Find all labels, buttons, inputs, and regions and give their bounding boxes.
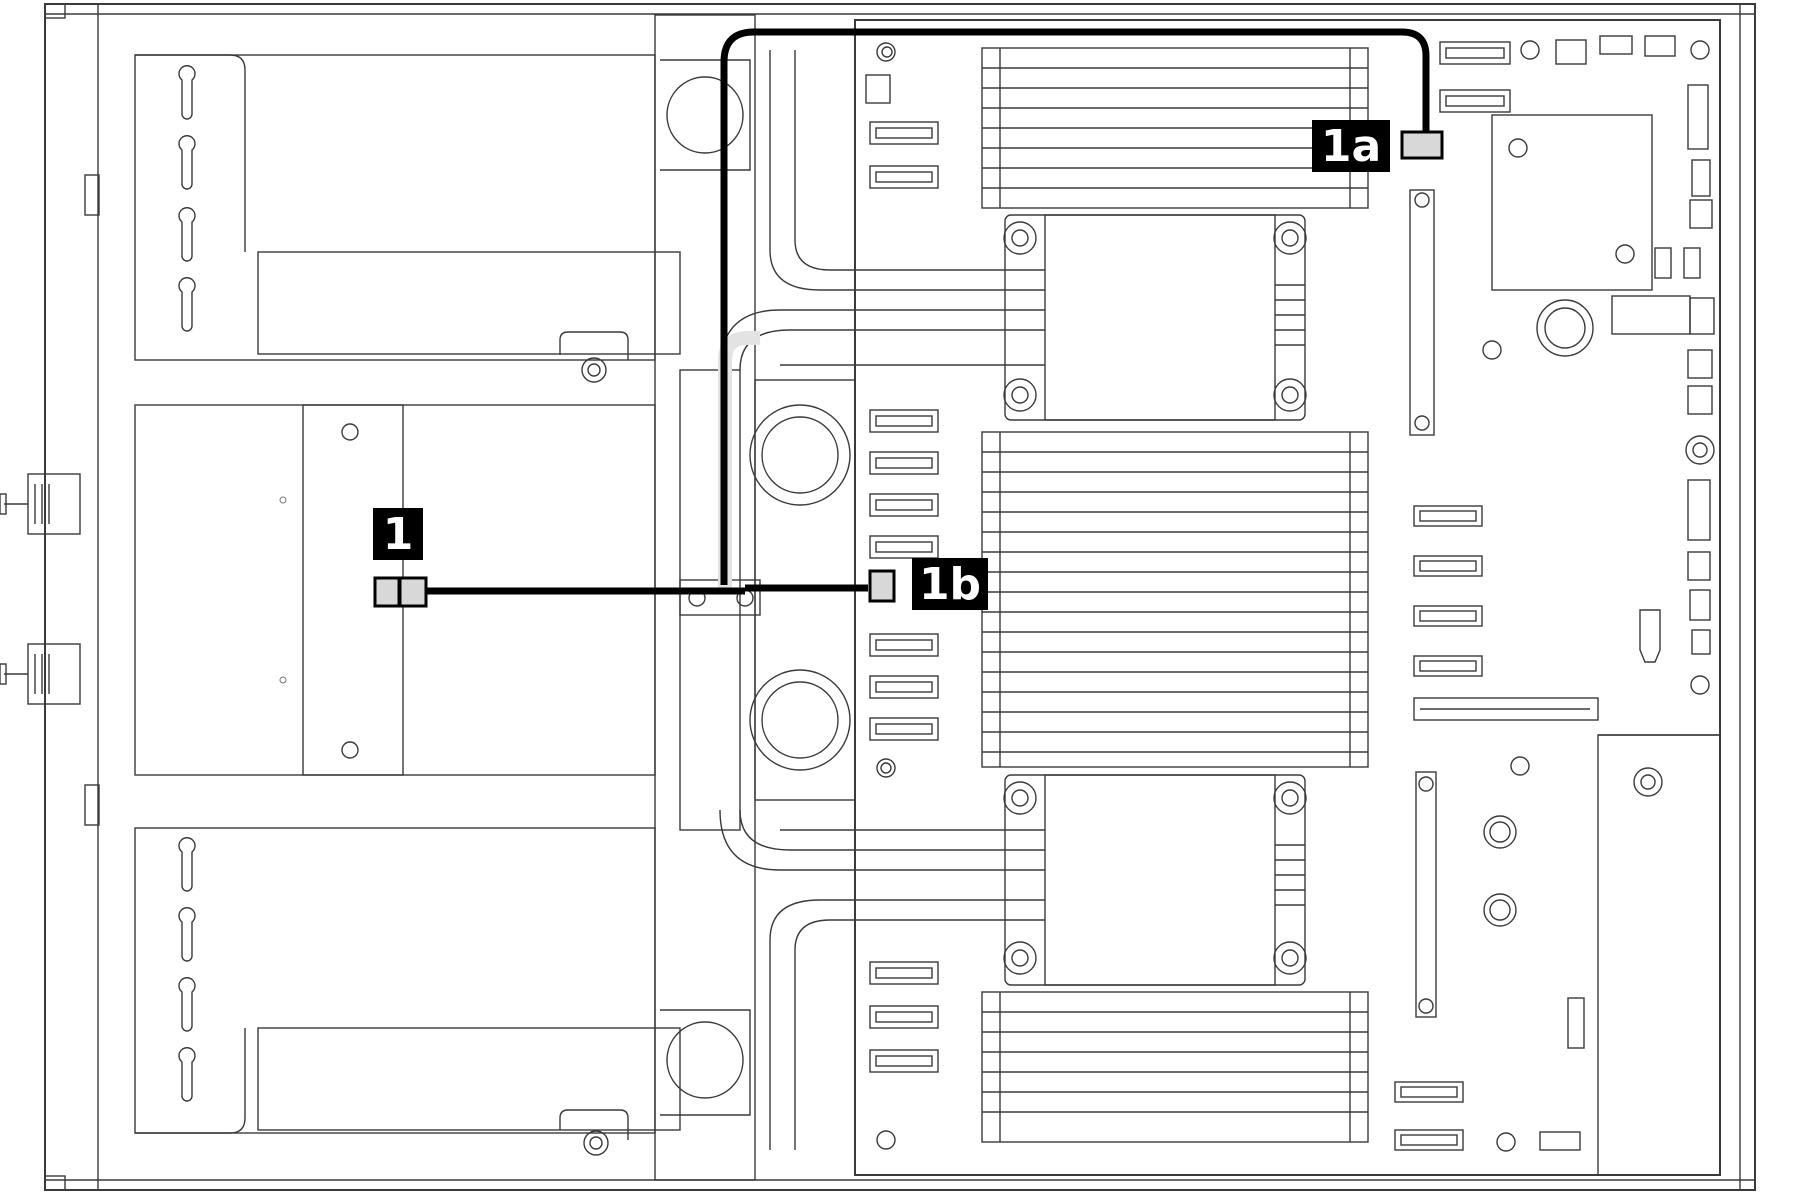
callout-1: 1 xyxy=(373,508,423,560)
cable-routes xyxy=(424,28,1430,595)
processor-1-heatsink xyxy=(1003,214,1307,421)
callout-1a: 1a xyxy=(1312,120,1390,172)
board-connectors-right xyxy=(1394,35,1715,1152)
dimm-bank-middle xyxy=(981,431,1369,768)
processor-2-heatsink xyxy=(1003,774,1307,986)
dimm-bank-top xyxy=(981,47,1369,209)
cable-branch-1a xyxy=(720,28,1430,585)
board-connectors-left xyxy=(865,42,939,1150)
keyhole-slots-top xyxy=(178,65,196,332)
processor-2-screws xyxy=(1003,781,1307,975)
fan-duct-area xyxy=(654,14,856,1181)
callout-1a-text: 1a xyxy=(1321,121,1381,172)
callout-1b-text: 1b xyxy=(919,559,981,610)
callout-1b: 1b xyxy=(912,558,988,610)
callout-1-text: 1 xyxy=(383,509,414,560)
connector-1b xyxy=(868,569,896,603)
board-screw-holes xyxy=(880,46,893,774)
dimm-bank-bottom xyxy=(981,991,1369,1143)
front-handle-upper xyxy=(0,473,81,535)
keyhole-slots-bottom xyxy=(178,837,196,1102)
front-bay-area xyxy=(0,54,681,1156)
connector-1a xyxy=(1400,130,1444,160)
connector-1 xyxy=(373,576,428,608)
processor-1-screws xyxy=(1003,221,1307,412)
front-handle-lower xyxy=(0,643,81,705)
